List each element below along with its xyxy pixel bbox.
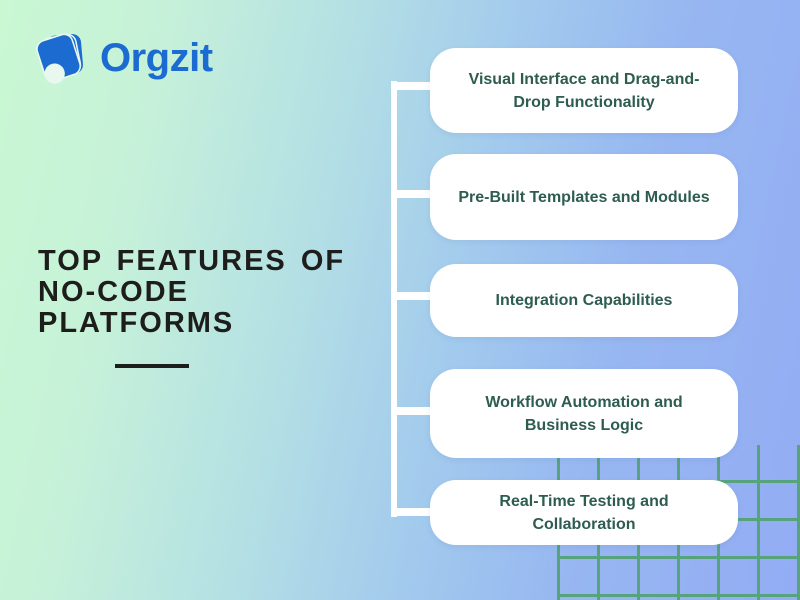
feature-label: Real-Time Testing and Collaboration bbox=[499, 492, 669, 533]
feature-card: Integration Capabilities bbox=[430, 264, 738, 337]
feature-card: Workflow Automation and Business Logic bbox=[430, 369, 738, 458]
feature-card: Pre-Built Templates and Modules bbox=[430, 154, 738, 240]
connector-stub bbox=[391, 82, 433, 90]
connector-stub bbox=[391, 292, 433, 300]
feature-label: Pre-Built Templates and Modules bbox=[458, 188, 710, 206]
page-title: TOP FEATURES OF NO-CODE PLATFORMS bbox=[38, 245, 346, 339]
feature-card: Visual Interface and Drag-and- Drop Func… bbox=[430, 48, 738, 133]
brand-logo: Orgzit bbox=[32, 28, 213, 88]
connector-stub bbox=[391, 508, 433, 516]
feature-card: Real-Time Testing and Collaboration bbox=[430, 480, 738, 545]
orgzit-logo-icon bbox=[36, 33, 83, 84]
title-underline bbox=[115, 364, 189, 368]
feature-label: Integration Capabilities bbox=[495, 292, 673, 309]
connector-stub bbox=[391, 407, 433, 415]
brand-name: Orgzit bbox=[100, 36, 213, 80]
connector-stub bbox=[391, 190, 433, 198]
feature-label: Visual Interface and Drag-and- Drop Func… bbox=[468, 70, 700, 111]
feature-label: Workflow Automation and Business Logic bbox=[485, 393, 683, 434]
